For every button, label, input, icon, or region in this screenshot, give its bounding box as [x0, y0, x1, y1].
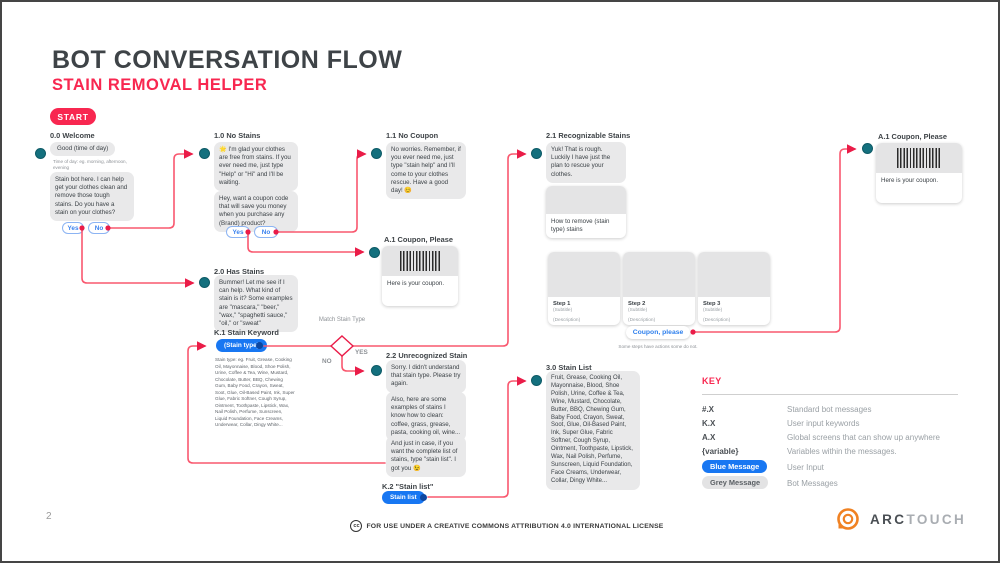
bot-message-bubble: Fruit, Grease, Cooking Oil, Mayonnaise, …	[546, 371, 640, 490]
page-title: BOT CONVERSATION FLOW	[52, 46, 403, 74]
bot-node-icon	[531, 148, 542, 159]
node-heading-welcome: 0.0 Welcome	[50, 131, 95, 140]
bot-node-icon	[369, 247, 380, 258]
bot-node-icon	[199, 277, 210, 288]
coupon-caption: Here is your coupon.	[387, 280, 445, 287]
decision-label: Match Stain Type	[318, 317, 366, 323]
key-code: #.X	[702, 405, 715, 414]
start-button[interactable]: START	[50, 108, 96, 125]
node-heading-stain-list: 3.0 Stain List	[546, 363, 592, 372]
key-title: KEY	[702, 376, 722, 386]
step-image-area	[698, 252, 770, 297]
bot-message-bubble: Good (time of day)	[50, 142, 116, 157]
step-image-area	[548, 252, 620, 297]
coupon-image-area	[876, 143, 962, 173]
how-to-image-area	[546, 186, 626, 214]
bot-message-bubble: Also, here are some examples of stains I…	[386, 392, 466, 441]
step-subtitle: (Subtitle)	[553, 308, 573, 313]
key-divider	[702, 394, 958, 395]
node-heading-recognizable: 2.1 Recognizable Stains	[546, 131, 631, 140]
barcode-image	[897, 148, 941, 168]
bot-message-bubble: 🌟 I'm glad your clothes are free from st…	[214, 142, 298, 191]
decision-yes-label: YES	[355, 349, 368, 356]
key-desc: Global screens that can show up anywhere	[787, 433, 940, 442]
step-title: Step 1	[553, 301, 571, 307]
key-desc: User Input	[787, 463, 824, 472]
decision-diamond	[329, 335, 355, 357]
no-stains-yes-button[interactable]: Yes	[226, 226, 250, 238]
bot-message-bubble: Yuk! That is rough. Luckily I have just …	[546, 142, 626, 183]
variable-note: Time of day: eg. morning, afternoon, eve…	[53, 159, 127, 171]
bot-message-bubble: Hey, want a coupon code that will save y…	[214, 191, 298, 232]
node-heading-stain-list-kw: K.2 "Stain list"	[382, 482, 434, 491]
no-stains-no-button[interactable]: No	[254, 226, 278, 238]
key-blue-message-pill: Blue Message	[702, 460, 768, 473]
key-code: {variable}	[702, 447, 739, 456]
user-input-pill-stain-list[interactable]: Stain list	[382, 491, 425, 504]
user-input-dot	[420, 494, 427, 501]
license-line: cc FOR USE UNDER A CREATIVE COMMONS ATTR…	[257, 520, 757, 532]
bot-node-icon	[35, 148, 46, 159]
bot-node-icon	[371, 365, 382, 376]
coupon-please-button[interactable]: Coupon, please	[626, 326, 690, 339]
welcome-no-button[interactable]: No	[88, 222, 110, 234]
bot-node-icon	[531, 375, 542, 386]
logo-touch: TOUCH	[906, 511, 967, 527]
arctouch-logo: ARCTOUCH	[834, 505, 966, 533]
logo-arc: ARC	[870, 511, 907, 527]
step-title: Step 2	[628, 301, 646, 307]
welcome-yes-button[interactable]: Yes	[62, 222, 84, 234]
barcode-image	[400, 251, 440, 271]
key-desc: Variables within the messages.	[787, 447, 897, 456]
license-text: FOR USE UNDER A CREATIVE COMMONS ATTRIBU…	[366, 522, 664, 530]
bot-message-bubble: No worries. Remember, if you ever need m…	[386, 142, 466, 200]
node-heading-stain-keyword: K.1 Stain Keyword	[214, 328, 279, 337]
step-description: (Description)	[628, 318, 656, 323]
coupon-card: Here is your coupon.	[382, 246, 458, 306]
step-card[interactable]: Step 2 (Subtitle) (Description)	[623, 252, 695, 325]
key-desc: User input keywords	[787, 419, 860, 428]
step-description: (Description)	[553, 318, 581, 323]
node-heading-coupon-right: A.1 Coupon, Please	[878, 132, 947, 141]
node-heading-has-stains: 2.0 Has Stains	[214, 267, 265, 276]
creative-commons-icon: cc	[350, 520, 363, 532]
key-grey-message-pill: Grey Message	[702, 476, 769, 489]
key-code: K.X	[702, 419, 716, 428]
connector-welcome-yes-to-has-stains	[81, 228, 195, 288]
how-to-card: How to remove (stain type) stains	[546, 186, 626, 239]
step-card[interactable]: Step 1 (Subtitle) (Description)	[548, 252, 620, 325]
bot-message-bubble: Stain bot here. I can help get your clot…	[50, 172, 134, 221]
coupon-caption: Here is your coupon.	[881, 177, 939, 184]
how-to-caption: How to remove (stain type) stains	[551, 218, 610, 234]
key-desc: Standard bot messages	[787, 405, 872, 414]
decision-no-label: NO	[322, 358, 332, 365]
page-number: 2	[46, 511, 52, 522]
bot-message-bubble: And just in case, if you want the comple…	[386, 436, 466, 477]
user-input-dot	[256, 342, 263, 349]
step-subtitle: (Subtitle)	[628, 308, 648, 313]
bot-node-icon	[371, 148, 382, 159]
step-title: Step 3	[703, 301, 721, 307]
key-code: A.X	[702, 433, 716, 442]
key-desc: Bot Messages	[787, 479, 838, 488]
arctouch-mark-icon	[837, 508, 859, 530]
coupon-image-area	[382, 246, 458, 276]
bot-node-icon	[199, 148, 210, 159]
step-image-area	[623, 252, 695, 297]
bot-message-bubble: Sorry. I didn't understand that stain ty…	[386, 360, 466, 393]
coupon-card: Here is your coupon.	[876, 143, 962, 203]
node-heading-coupon-mid: A.1 Coupon, Please	[384, 235, 453, 244]
stain-keyword-note: Stain type: eg. Fruit, Grease, Cooking O…	[215, 357, 295, 428]
connector-decision-no-to-unrecognized	[341, 355, 365, 376]
node-heading-no-stains: 1.0 No Stains	[214, 131, 261, 140]
step-card[interactable]: Step 3 (Subtitle) (Description)	[698, 252, 770, 325]
page-subtitle: STAIN REMOVAL HELPER	[52, 76, 268, 94]
bot-node-icon	[862, 143, 873, 154]
node-heading-unrecognized: 2.2 Unrecognized Stain	[386, 351, 468, 360]
step-description: (Description)	[703, 318, 731, 323]
node-heading-no-coupon: 1.1 No Coupon	[386, 131, 439, 140]
carousel-footnote: Some steps have actions some do not.	[618, 344, 698, 349]
step-subtitle: (Subtitle)	[703, 308, 723, 313]
bot-message-bubble: Bummer! Let me see if I can help. What k…	[214, 275, 298, 333]
